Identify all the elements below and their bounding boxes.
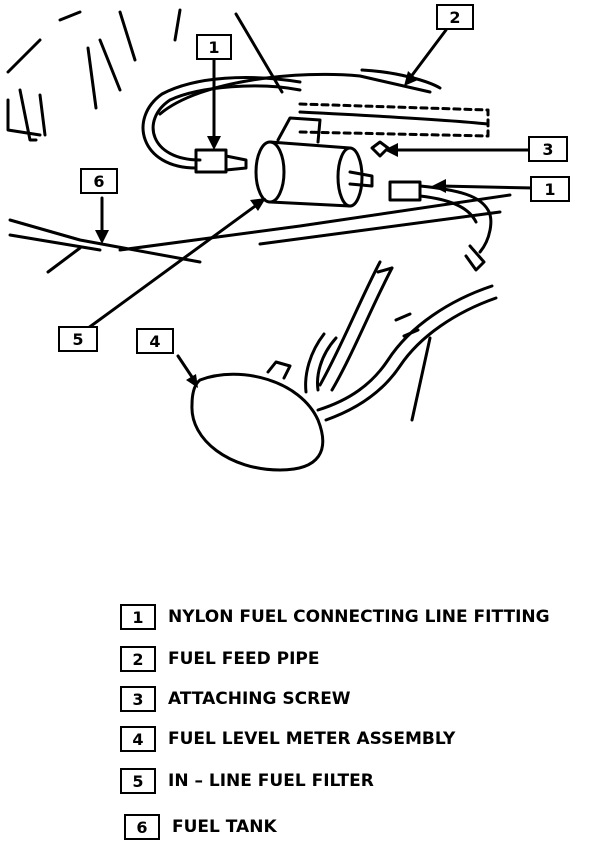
arrow-6 <box>95 230 109 244</box>
legend-label: FUEL TANK <box>172 817 277 837</box>
filter-bracket <box>276 116 322 144</box>
filter-body <box>268 140 352 208</box>
filter-outlet-cap <box>336 146 364 208</box>
legend-item-4: 4 FUEL LEVEL METER ASSEMBLY <box>120 726 455 752</box>
legend-item-5: 5 IN – LINE FUEL FILTER <box>120 768 374 794</box>
fuel-level-meter-assembly <box>190 372 325 472</box>
fuel-line-loop <box>151 84 302 162</box>
arrow-4 <box>186 374 198 388</box>
arrow-2 <box>404 71 418 86</box>
right-fitting-line <box>418 184 493 254</box>
callout-5: 5 <box>58 326 98 352</box>
legend-item-2: 2 FUEL FEED PIPE <box>120 646 320 672</box>
clip <box>464 244 486 272</box>
fuel-system-diagram <box>6 8 536 472</box>
arrow-1-right <box>432 179 446 193</box>
callout-4: 4 <box>136 328 174 354</box>
body-frame-lines <box>6 8 284 142</box>
legend-number: 4 <box>120 726 156 752</box>
body-panel <box>6 93 47 137</box>
legend-label: IN – LINE FUEL FILTER <box>168 771 374 791</box>
pipe-lower <box>298 110 490 126</box>
leader-5 <box>78 202 260 336</box>
arrow-1-top <box>207 136 221 150</box>
legend-number: 2 <box>120 646 156 672</box>
leader-1-right <box>438 184 536 190</box>
legend-number: 1 <box>120 604 156 630</box>
legend-item-6: 6 FUEL TANK <box>124 814 277 840</box>
legend-number: 3 <box>120 686 156 712</box>
fuel-line-loop-outer <box>141 76 302 170</box>
tank-feed-line-a <box>318 260 382 387</box>
callout-6: 6 <box>80 168 118 194</box>
hose-clamps <box>376 266 420 338</box>
filter-outlet-nipple <box>348 170 374 188</box>
filter-end-cap <box>254 140 286 204</box>
tank-vent-line <box>304 332 338 394</box>
arrow-3 <box>384 143 398 157</box>
leader-2 <box>408 28 448 80</box>
leader-4 <box>176 354 196 382</box>
right-fitting-body <box>388 180 422 202</box>
left-fitting-tip <box>224 154 248 172</box>
tank-return-line <box>316 284 494 412</box>
legend-item-1: 1 NYLON FUEL CONNECTING LINE FITTING <box>120 604 550 630</box>
tank-return-line-2 <box>324 296 498 422</box>
legend-number: 6 <box>124 814 160 840</box>
callout-2: 2 <box>436 4 474 30</box>
legend-number: 5 <box>120 768 156 794</box>
legend-item-3: 3 ATTACHING SCREW <box>120 686 351 712</box>
left-fitting-body <box>194 148 228 174</box>
tank-feed-line-b <box>330 266 394 392</box>
arrow-5 <box>250 198 266 211</box>
legend-label: FUEL LEVEL METER ASSEMBLY <box>168 729 456 749</box>
legend-label: FUEL FEED PIPE <box>168 649 320 669</box>
callout-1-top: 1 <box>196 34 232 60</box>
sender-lock-ring <box>266 360 292 380</box>
frame-rail <box>410 336 432 422</box>
callout-1-right: 1 <box>530 176 570 202</box>
screw-head <box>370 140 390 158</box>
legend-label: ATTACHING SCREW <box>168 689 351 709</box>
legend-label: NYLON FUEL CONNECTING LINE FITTING <box>168 607 550 627</box>
callout-3: 3 <box>528 136 568 162</box>
